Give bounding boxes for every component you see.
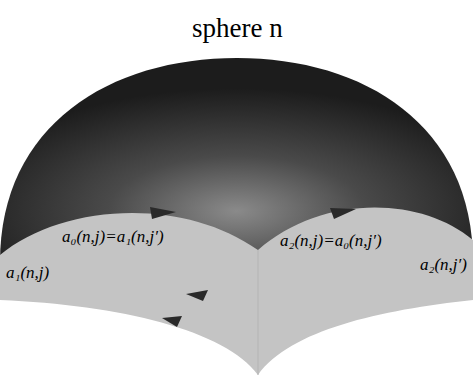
arrow-head: [330, 208, 356, 219]
arrow-head: [186, 290, 208, 301]
vertex-label: a₂(n,j)=a₀(n,j′): [280, 232, 382, 251]
shared-edge: [258, 250, 259, 375]
vertex-label: a₂(n,j′): [420, 256, 467, 275]
vertex-label: a₁(n,j): [6, 264, 49, 283]
edge-arrows: [150, 207, 356, 327]
spherical-triangles: [0, 207, 473, 375]
diagram-title: sphere n: [192, 14, 283, 44]
arrow-head: [162, 316, 182, 327]
arrow-head: [150, 207, 176, 219]
vertex-label: a₀(n,j)=a₁(n,j′): [62, 228, 164, 247]
